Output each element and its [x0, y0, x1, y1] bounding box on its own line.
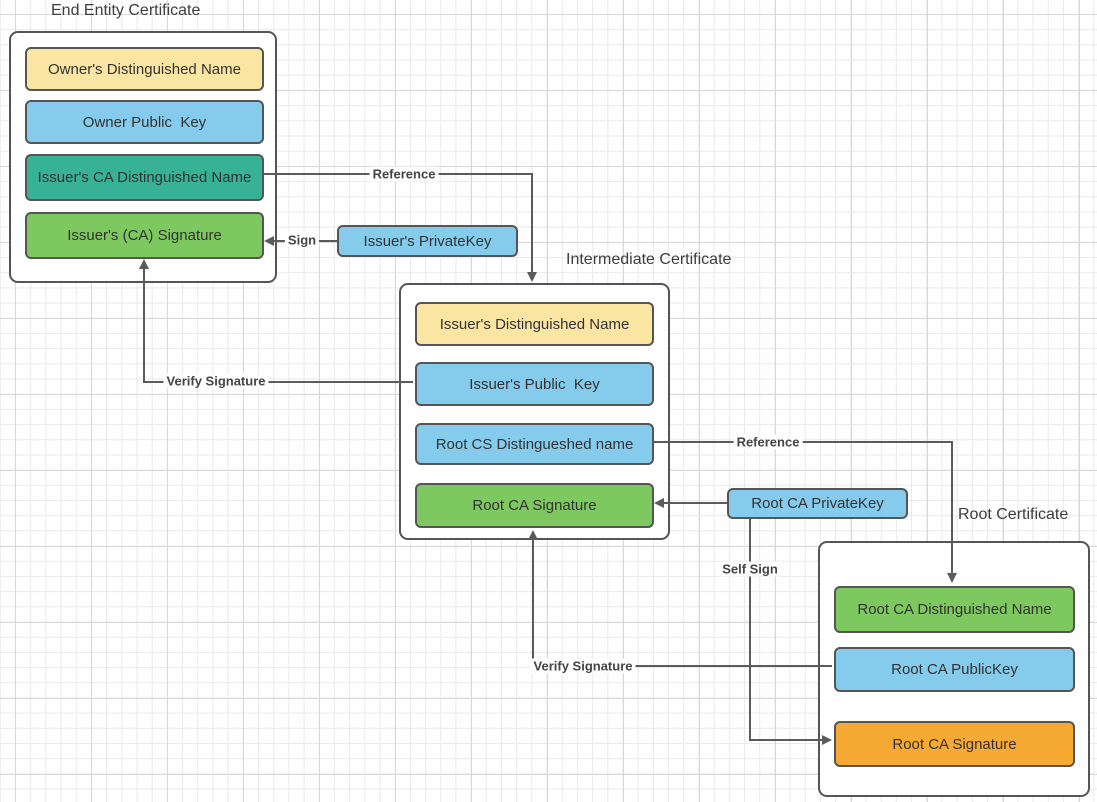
field-owners-distinguished-name: Owner's Distinguished Name — [25, 47, 264, 91]
reference-arrowhead-1 — [527, 272, 537, 282]
intermediate-certificate-title: Intermediate Certificate — [566, 251, 732, 268]
verify-signature-label-1: Verify Signature — [163, 373, 269, 389]
self-sign-label: Self Sign — [719, 561, 781, 577]
reference-label-1: Reference — [369, 166, 439, 182]
field-owner-public-key: Owner Public Key — [25, 100, 264, 144]
reference-label-2: Reference — [733, 434, 803, 450]
field-root-cs-distingueshed-name: Root CS Distingueshed name — [415, 423, 654, 465]
verify-signature-label-2: Verify Signature — [530, 658, 636, 674]
sign-label: Sign — [284, 232, 320, 248]
field-issuers-public-key: Issuer's Public Key — [415, 362, 654, 406]
intermediate-certificate-box: Issuer's Distinguished Name Issuer's Pub… — [399, 283, 670, 540]
verify-signature-line-2 — [532, 539, 832, 667]
end-entity-certificate-title: End Entity Certificate — [51, 2, 201, 19]
root-certificate-title: Root Certificate — [958, 506, 1069, 523]
field-issuers-ca-signature: Issuer's (CA) Signature — [25, 212, 264, 259]
field-issuers-distinguished-name: Issuer's Distinguished Name — [415, 302, 654, 346]
field-root-ca-publickey: Root CA PublicKey — [834, 647, 1075, 692]
end-entity-certificate-box: Owner's Distinguished Name Owner Public … — [9, 31, 277, 283]
field-root-ca-signature-root: Root CA Signature — [834, 721, 1075, 767]
self-sign-line — [749, 519, 823, 741]
reference-line-1 — [263, 173, 533, 273]
root-certificate-box: Root CA Distinguished Name Root CA Publi… — [818, 541, 1090, 797]
field-root-ca-signature-intermediate: Root CA Signature — [415, 483, 654, 528]
root-ca-privatekey-box: Root CA PrivateKey — [727, 488, 908, 519]
field-root-ca-distinguished-name: Root CA Distinguished Name — [834, 586, 1075, 633]
verify-signature-line-1 — [143, 268, 413, 383]
field-issuers-ca-distinguished-name: Issuer's CA Distinguished Name — [25, 154, 264, 201]
issuers-privatekey-box: Issuer's PrivateKey — [337, 225, 518, 257]
